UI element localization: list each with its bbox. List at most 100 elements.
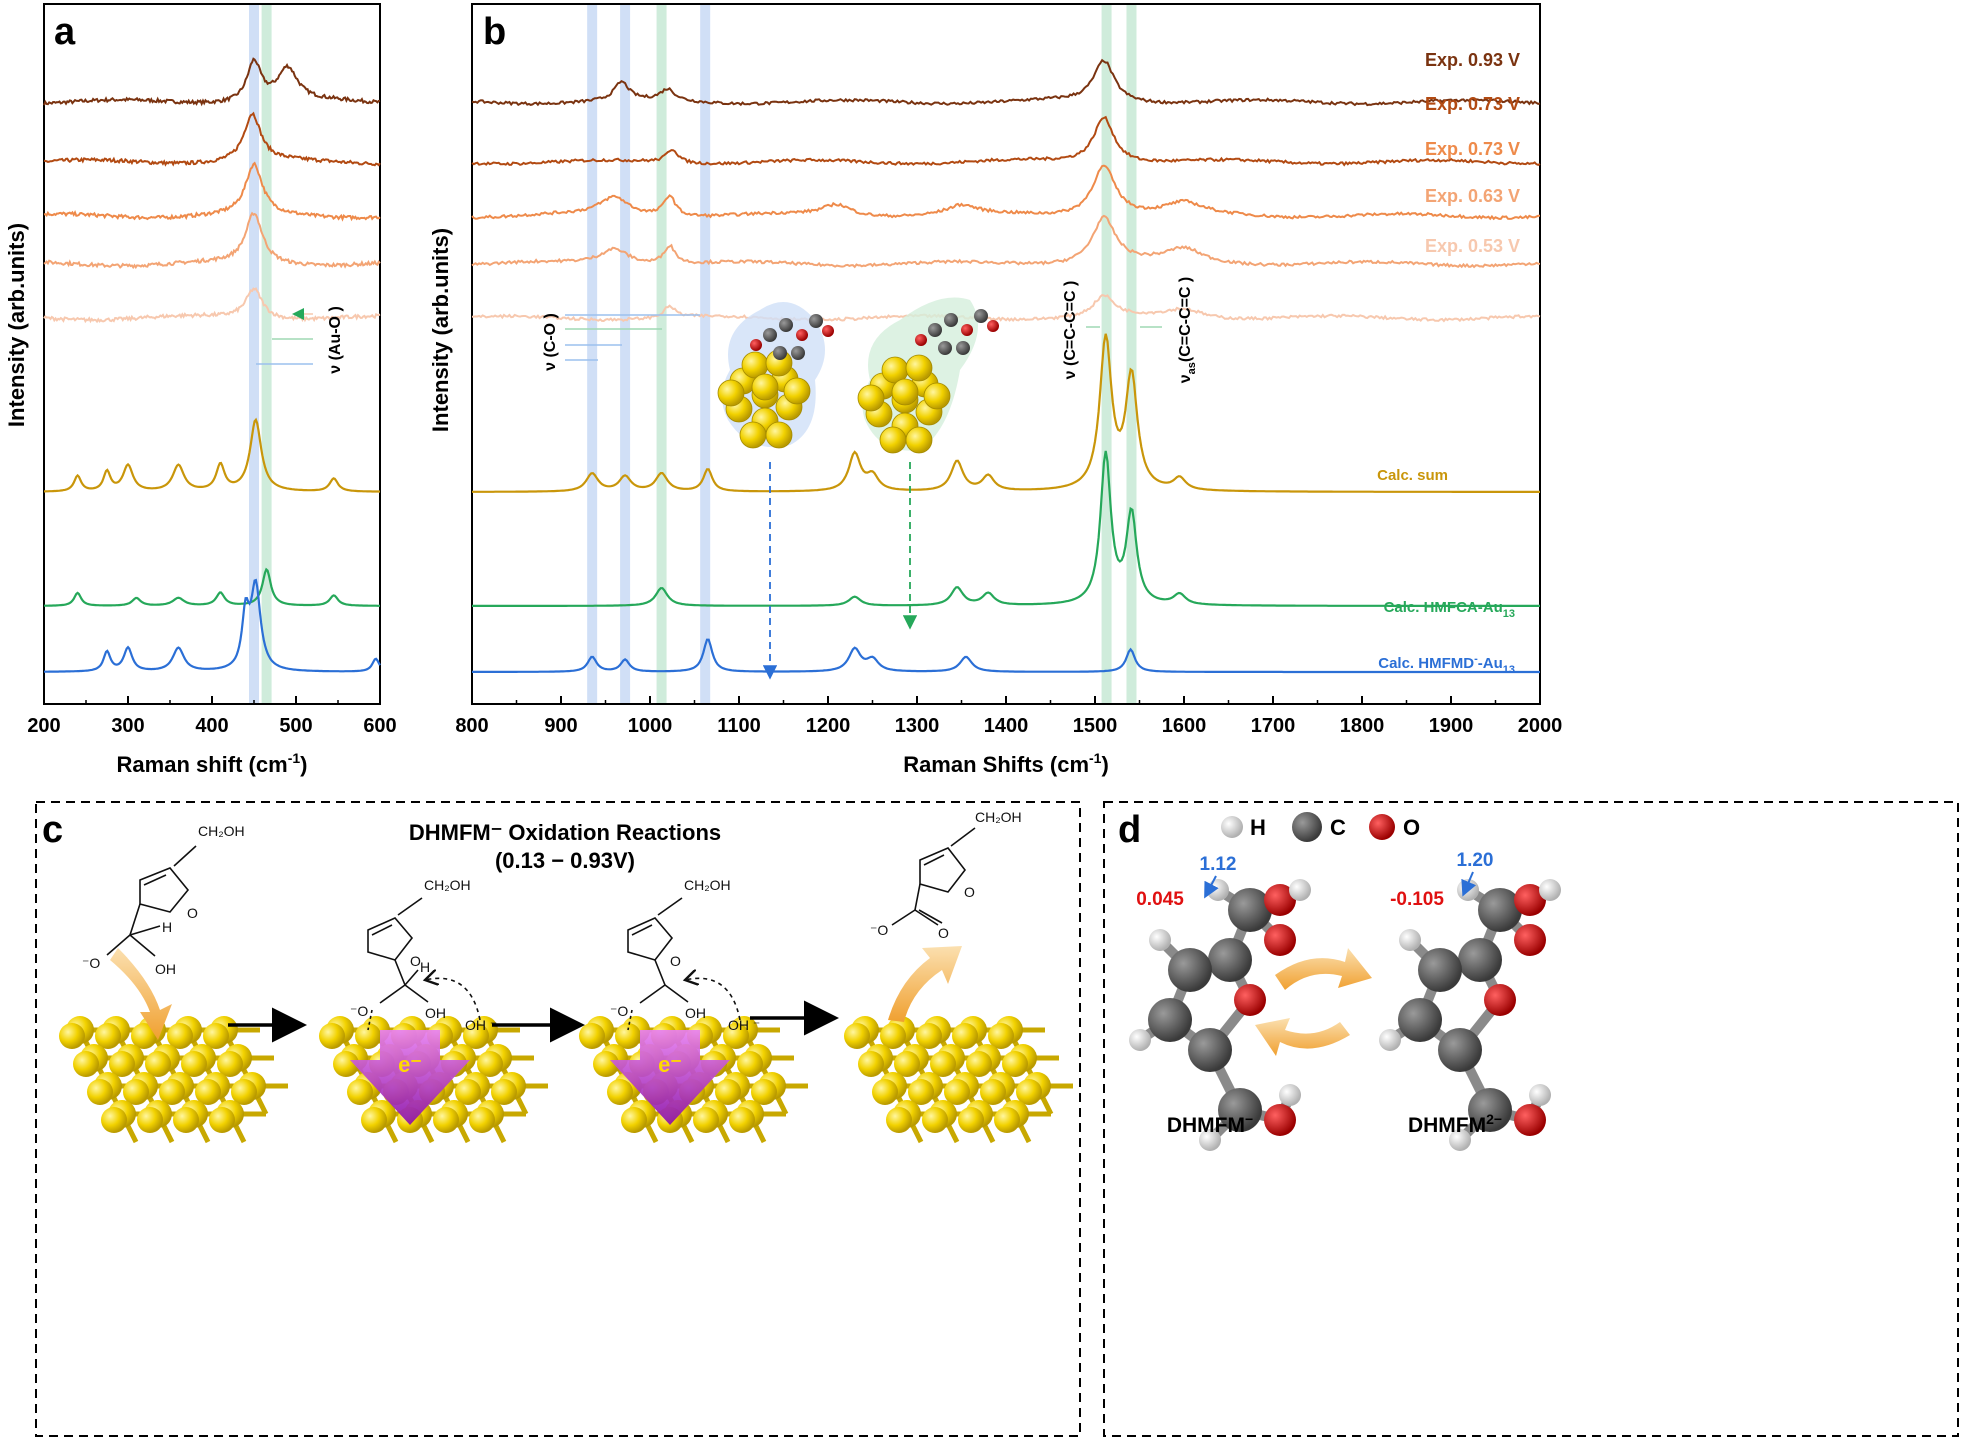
x-tick-label: 1300 (895, 715, 940, 737)
panel-a-ylabel: Intensity (arb.units) (4, 223, 29, 427)
svg-text:CH₂OH: CH₂OH (198, 823, 245, 839)
highlight-band (700, 5, 711, 703)
au-o-arrows (256, 308, 313, 365)
legend-h-atom (1221, 816, 1243, 838)
spectrum-line (472, 450, 1540, 607)
svg-text:O: O (670, 953, 681, 969)
svg-text:e⁻: e⁻ (658, 1052, 682, 1077)
panel-b-curves (471, 58, 1541, 674)
dhmfm-minus-model (1129, 879, 1311, 1151)
panel-c-subtitle: (0.13 − 0.93V) (495, 848, 635, 873)
c-o-arrows (565, 314, 700, 361)
panel-b-ylabel: Intensity (arb.units) (428, 228, 453, 432)
left-blue-value: 1.12 (1200, 854, 1237, 875)
legend-o-atom (1369, 814, 1395, 840)
legend-c-atom (1292, 812, 1322, 842)
legend-exp-053: Exp. 0.53 V (1425, 236, 1520, 256)
spectrum-line (43, 287, 381, 324)
molecule-dhmfm-3: CH₂OH O ⁻O OH OH ⁻ (610, 877, 760, 1033)
legend-exp-093: Exp. 0.93 V (1425, 50, 1520, 70)
legend-o-label: O (1403, 815, 1420, 840)
spectrum-line (43, 161, 381, 222)
panel-b-frame (471, 3, 1541, 705)
x-tick-label: 1600 (1162, 715, 1207, 737)
svg-text:O: O (410, 953, 421, 969)
svg-text:⁻O: ⁻O (610, 1003, 628, 1019)
panel-c-label: c (42, 809, 63, 851)
svg-text:⁻O: ⁻O (350, 1003, 368, 1019)
panel-d-label: d (1118, 809, 1141, 851)
spectrum-line (472, 638, 1540, 674)
legend-exp-073-light: Exp. 0.73 V (1425, 139, 1520, 159)
legend-calc-hmfmd: Calc. HMFMD--Au13 (1378, 653, 1515, 676)
panel-d: d H C O 1.12 0.045 1.20 -0.105 DHMFM− DH… (1103, 801, 1959, 1437)
svg-text:O: O (964, 884, 975, 900)
panel-a-bands (249, 5, 272, 703)
x-tick-label: 200 (27, 715, 60, 737)
svg-text:H: H (162, 919, 172, 935)
x-tick-label: 1400 (984, 715, 1029, 737)
adsorb-arrow (110, 948, 172, 1040)
molecule-dhmfm-2: CH₂OH O ⁻O OH H OH ⁻ (350, 877, 497, 1033)
highlight-band (587, 5, 598, 703)
dhmfm-2minus-model (1379, 879, 1561, 1151)
au-o-annotation: ν (Au-O ) (327, 306, 344, 374)
x-tick-label: 1900 (1429, 715, 1474, 737)
spectrum-line (43, 211, 381, 270)
panel-c-title: DHMFM⁻ Oxidation Reactions (409, 820, 721, 845)
spectrum-line (44, 417, 381, 493)
spectrum-line (43, 111, 381, 167)
electron-arrow-2: e⁻ (610, 1030, 730, 1125)
svg-text:OH ⁻: OH ⁻ (465, 1017, 497, 1033)
panel-b-bands (587, 5, 1137, 703)
x-tick-label: 1700 (1251, 715, 1296, 737)
x-tick-label: 300 (111, 715, 144, 737)
panel-c: c DHMFM⁻ Oxidation Reactions (0.13 − 0.9… (35, 801, 1081, 1437)
x-tick-label: 600 (363, 715, 396, 737)
svg-text:OH: OH (425, 1005, 446, 1021)
left-molecule-name: DHMFM− (1167, 1111, 1253, 1137)
svg-text:H: H (420, 959, 430, 975)
x-tick-label: 800 (455, 715, 488, 737)
highlight-band (620, 5, 631, 703)
x-tick-label: 1800 (1340, 715, 1385, 737)
highlight-band (1101, 5, 1112, 703)
spectrum-line (44, 567, 380, 607)
molecule-hmfca: CH₂OH O ⁻O O (870, 809, 1022, 941)
svg-text:CH₂OH: CH₂OH (684, 877, 731, 893)
legend-c-label: C (1330, 815, 1346, 840)
x-tick-label: 2000 (1518, 715, 1563, 737)
highlight-band (656, 5, 667, 703)
desorb-arrow (888, 946, 962, 1022)
x-tick-label: 400 (195, 715, 228, 737)
spectrum-line (471, 294, 1541, 323)
spectrum-line (471, 58, 1541, 107)
molecule-dhmfm-1: CH₂OH O ⁻O OH H (82, 823, 245, 977)
svg-text:OH ⁻: OH ⁻ (728, 1017, 760, 1033)
highlight-band (1126, 5, 1137, 703)
x-tick-label: 1100 (717, 715, 760, 737)
right-molecule-name: DHMFM2− (1408, 1111, 1502, 1137)
panel-a-label: a (54, 11, 76, 53)
hmfca-au13-cluster-image (857, 297, 999, 454)
gold-slabs (59, 1016, 1073, 1144)
x-tick-label: 900 (544, 715, 577, 737)
svg-text:⁻O: ⁻O (82, 955, 100, 971)
c-o-annotation: ν (C-O ) (542, 313, 559, 371)
svg-text:OH: OH (685, 1005, 706, 1021)
legend-h-label: H (1250, 815, 1266, 840)
svg-text:OH: OH (155, 961, 176, 977)
x-tick-label: 1200 (806, 715, 851, 737)
x-tick-label: 1500 (1073, 715, 1118, 737)
exchange-arrow-backward (1255, 1018, 1350, 1056)
legend-exp-073-dark: Exp. 0.73 V (1425, 94, 1520, 114)
left-red-value: 0.045 (1136, 889, 1184, 910)
spectrum-line (44, 578, 381, 673)
hmfmd-au13-cluster-image (717, 302, 834, 449)
svg-text:e⁻: e⁻ (398, 1052, 422, 1077)
